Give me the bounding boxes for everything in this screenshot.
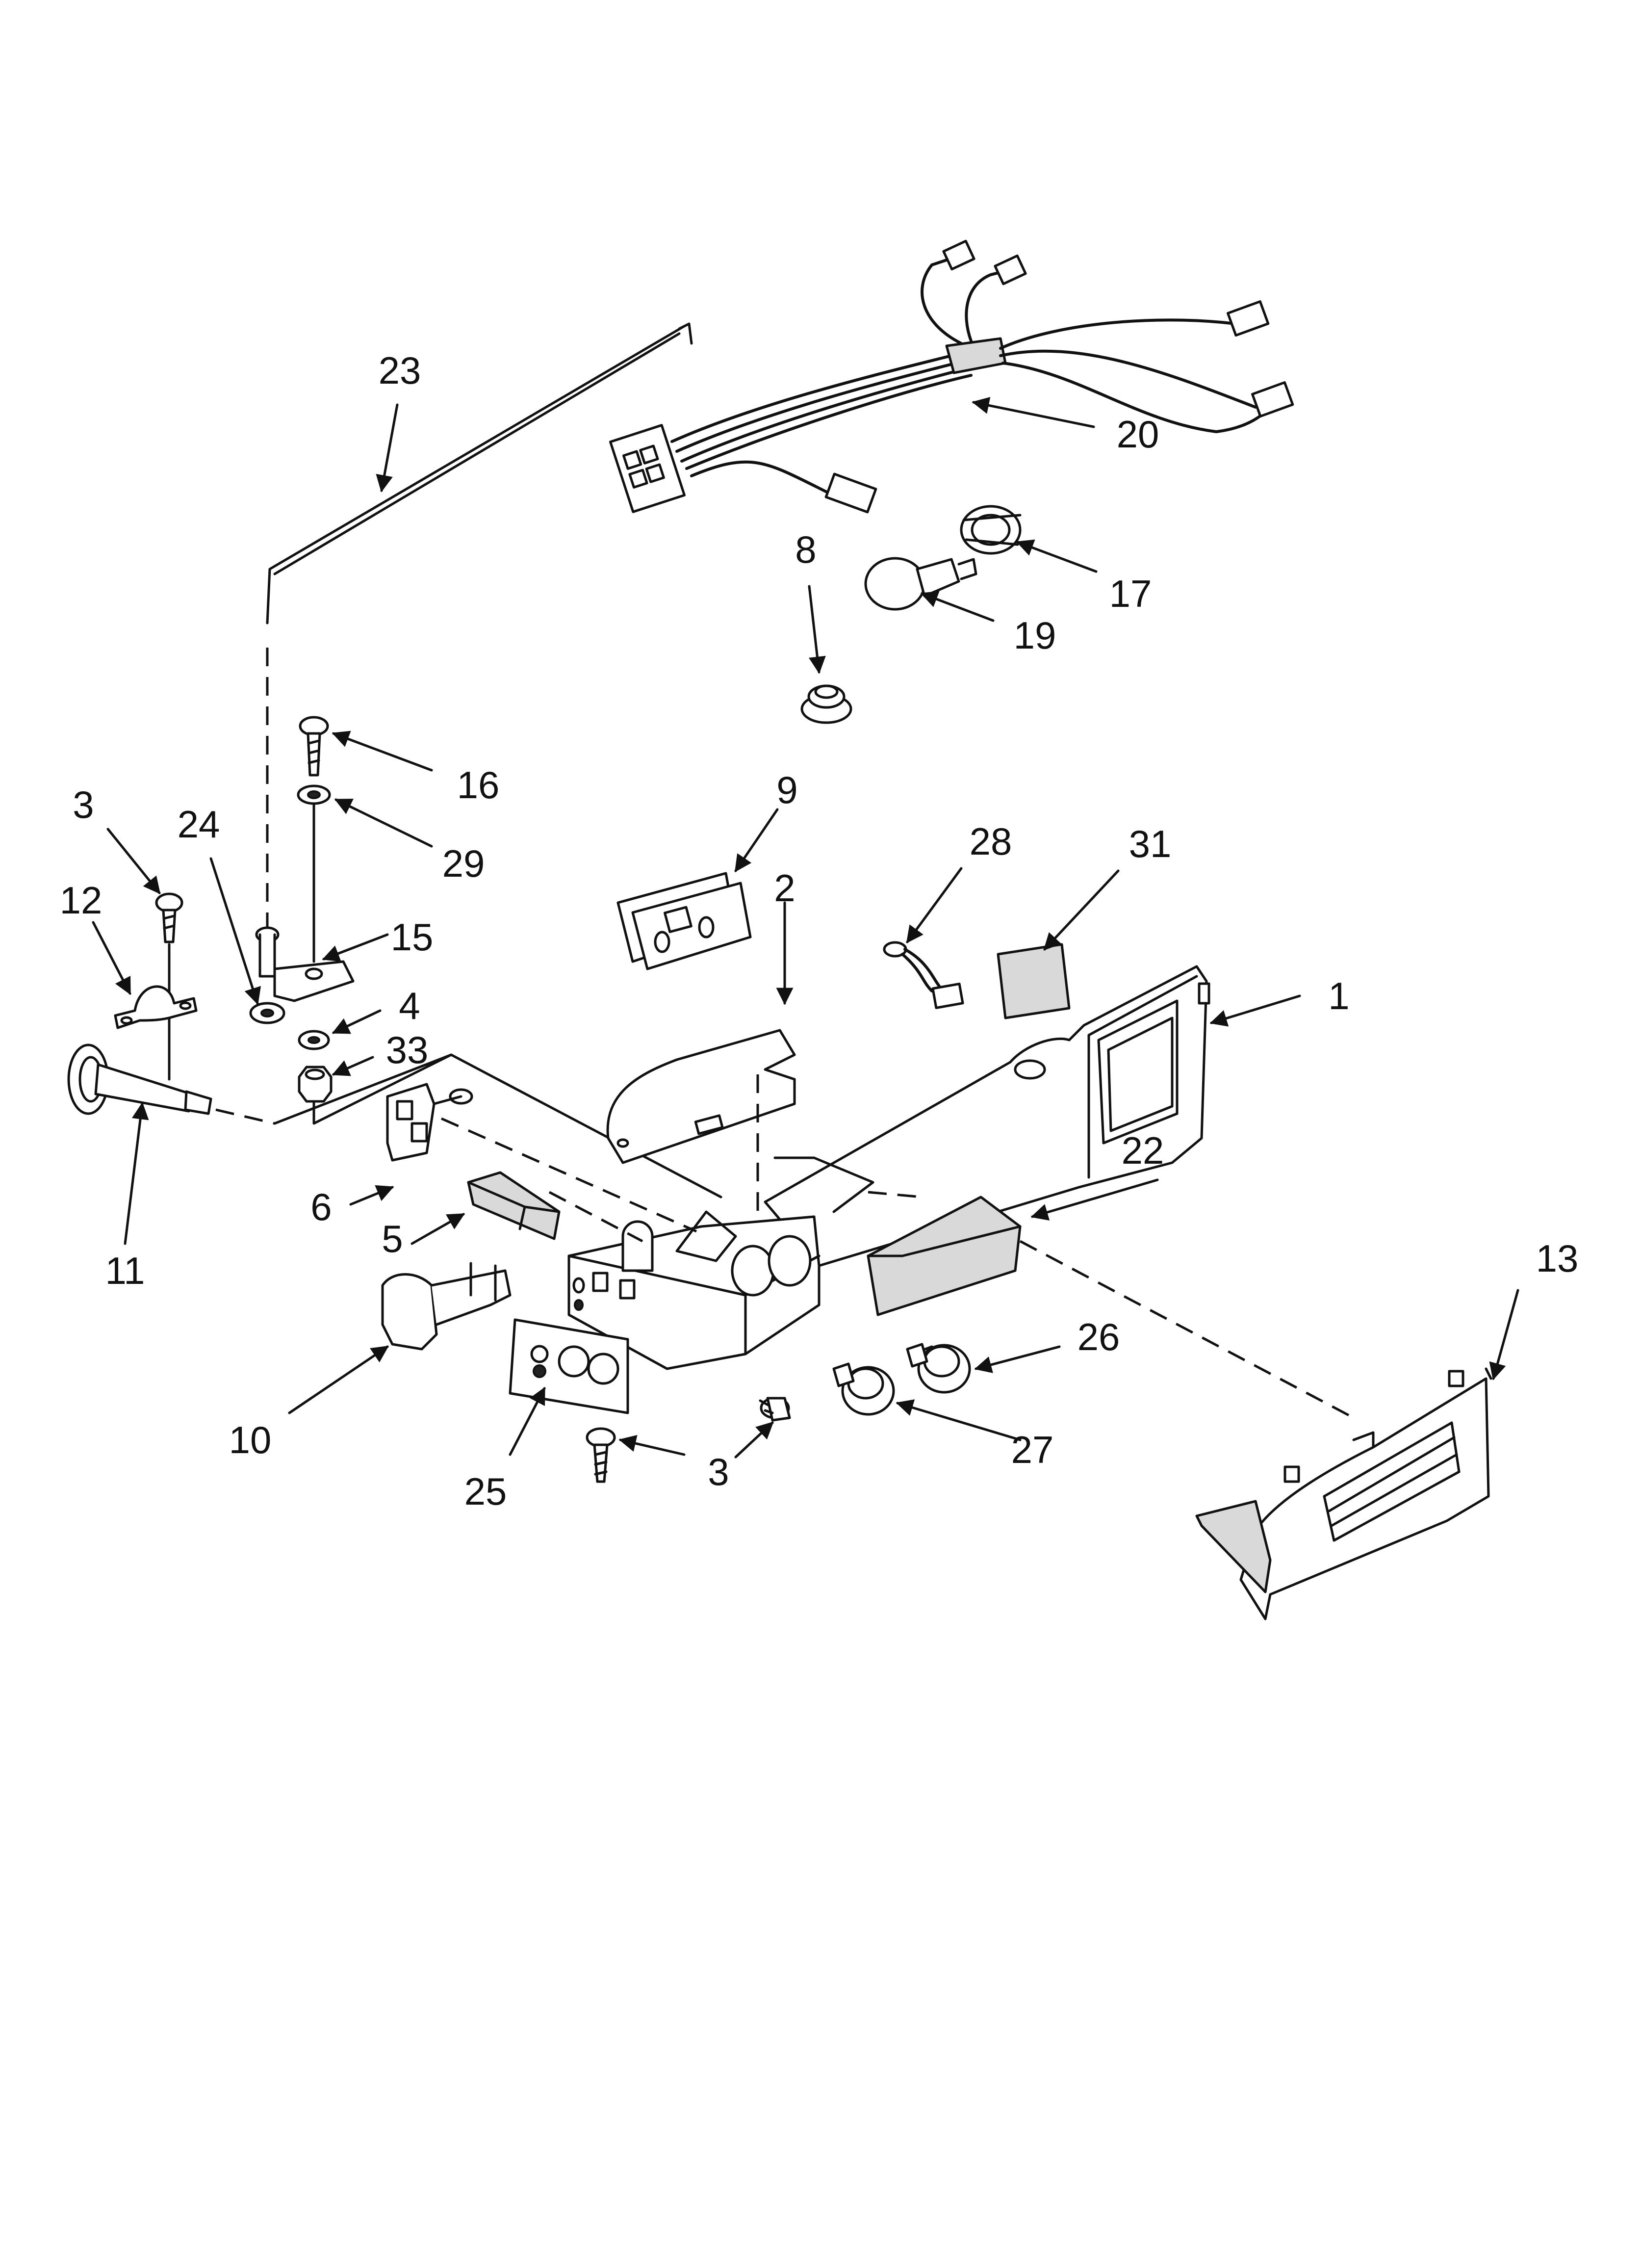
callout-3-lower: 3 [708, 1450, 729, 1493]
leader-28 [906, 867, 963, 943]
callout-3-upper: 3 [73, 783, 94, 826]
part-9-plate [616, 872, 752, 970]
part-3-screw-knob [759, 1397, 791, 1422]
callout-33: 33 [386, 1028, 429, 1071]
part-22-shield [867, 1196, 1022, 1316]
leader-9 [734, 808, 779, 872]
callout-22: 22 [1122, 1129, 1164, 1172]
callout-19: 19 [1014, 614, 1056, 657]
leader-33 [332, 1056, 374, 1076]
part-10-cover [381, 1262, 512, 1351]
part-12-clamp [114, 985, 198, 1029]
leader-8 [808, 585, 826, 674]
leader-3-lower-b [734, 1421, 774, 1459]
leader-4 [332, 1009, 382, 1034]
callout-15: 15 [391, 915, 434, 959]
part-28-thermistor [883, 941, 964, 1009]
callout-26: 26 [1078, 1315, 1120, 1358]
part-2-insulation [606, 1029, 796, 1164]
leader-10 [288, 1345, 389, 1414]
part-8-plug [800, 684, 852, 724]
leader-31 [1043, 869, 1120, 951]
leader-24 [209, 857, 261, 1005]
part-1-housing [567, 965, 1210, 1370]
leader-27 [896, 1399, 1022, 1441]
part-11-shaft [67, 1043, 212, 1115]
leader-17 [1016, 539, 1098, 573]
callout-16: 16 [457, 763, 500, 807]
callout-4: 4 [399, 984, 420, 1027]
part-29-washer [297, 784, 331, 805]
part-3-screw-lower [586, 1427, 616, 1483]
assembly-line-shield [868, 1191, 923, 1199]
part-23-rod [266, 322, 693, 625]
part-5-spacer [467, 1171, 561, 1240]
callout-28: 28 [970, 820, 1012, 863]
part-16-screw [299, 716, 329, 777]
callout-labels: 23 20 8 17 19 16 29 3 24 12 15 4 33 11 9… [60, 349, 1579, 1513]
part-19-light-bulb [864, 557, 977, 611]
callout-1: 1 [1328, 974, 1349, 1017]
leader-29 [334, 798, 433, 848]
leader-6 [349, 1185, 394, 1206]
callout-11: 11 [105, 1249, 145, 1292]
assembly-line-spacer [548, 1191, 643, 1243]
leader-3-upper [106, 828, 161, 894]
leader-22 [1030, 1178, 1159, 1221]
part-6-switch [386, 1083, 473, 1162]
part-33-nut [298, 1066, 333, 1103]
callout-27: 27 [1011, 1428, 1054, 1471]
callout-12: 12 [60, 879, 103, 922]
leader-1 [1209, 994, 1301, 1027]
assembly-line-shaft [215, 1108, 275, 1125]
part-24-washer [249, 1002, 285, 1024]
leader-11 [124, 1102, 149, 1245]
leader-13 [1489, 1289, 1519, 1381]
leader-12 [92, 921, 131, 995]
leader-15 [322, 933, 389, 962]
callout-10: 10 [229, 1418, 272, 1461]
part-17-lamp-socket [960, 505, 1022, 555]
callout-17: 17 [1109, 572, 1152, 615]
part-4-washer [298, 1030, 330, 1050]
leader-3-lower-a [618, 1435, 686, 1456]
part-27-knob [832, 1362, 895, 1416]
leader-23 [376, 403, 399, 493]
leader-16 [332, 730, 433, 772]
part-15-lever [255, 926, 355, 1002]
part-13-grille [1195, 1367, 1492, 1620]
assembly-line-grille [1019, 1240, 1355, 1419]
callout-13: 13 [1536, 1237, 1579, 1280]
leader-arrows [92, 397, 1519, 1459]
part-26-knob [906, 1343, 971, 1394]
callout-20: 20 [1117, 413, 1159, 456]
callout-25: 25 [464, 1470, 507, 1513]
callout-29: 29 [442, 842, 485, 885]
part-20-wire-harness [609, 239, 1294, 514]
callout-31: 31 [1129, 822, 1172, 865]
leader-20 [972, 397, 1095, 428]
callout-5: 5 [382, 1217, 403, 1260]
leader-25 [509, 1386, 546, 1456]
callout-2: 2 [774, 866, 795, 910]
callout-8: 8 [795, 528, 816, 571]
callout-6: 6 [310, 1185, 332, 1228]
callout-24: 24 [178, 803, 220, 846]
part-3-screw-upper [155, 892, 183, 943]
assembly-line-switch [440, 1117, 697, 1233]
callout-23: 23 [379, 349, 421, 392]
part-31-pad [997, 943, 1071, 1019]
leader-5 [410, 1213, 465, 1245]
leader-19 [920, 591, 995, 622]
leader-26 [974, 1345, 1061, 1373]
callout-9: 9 [776, 768, 797, 811]
